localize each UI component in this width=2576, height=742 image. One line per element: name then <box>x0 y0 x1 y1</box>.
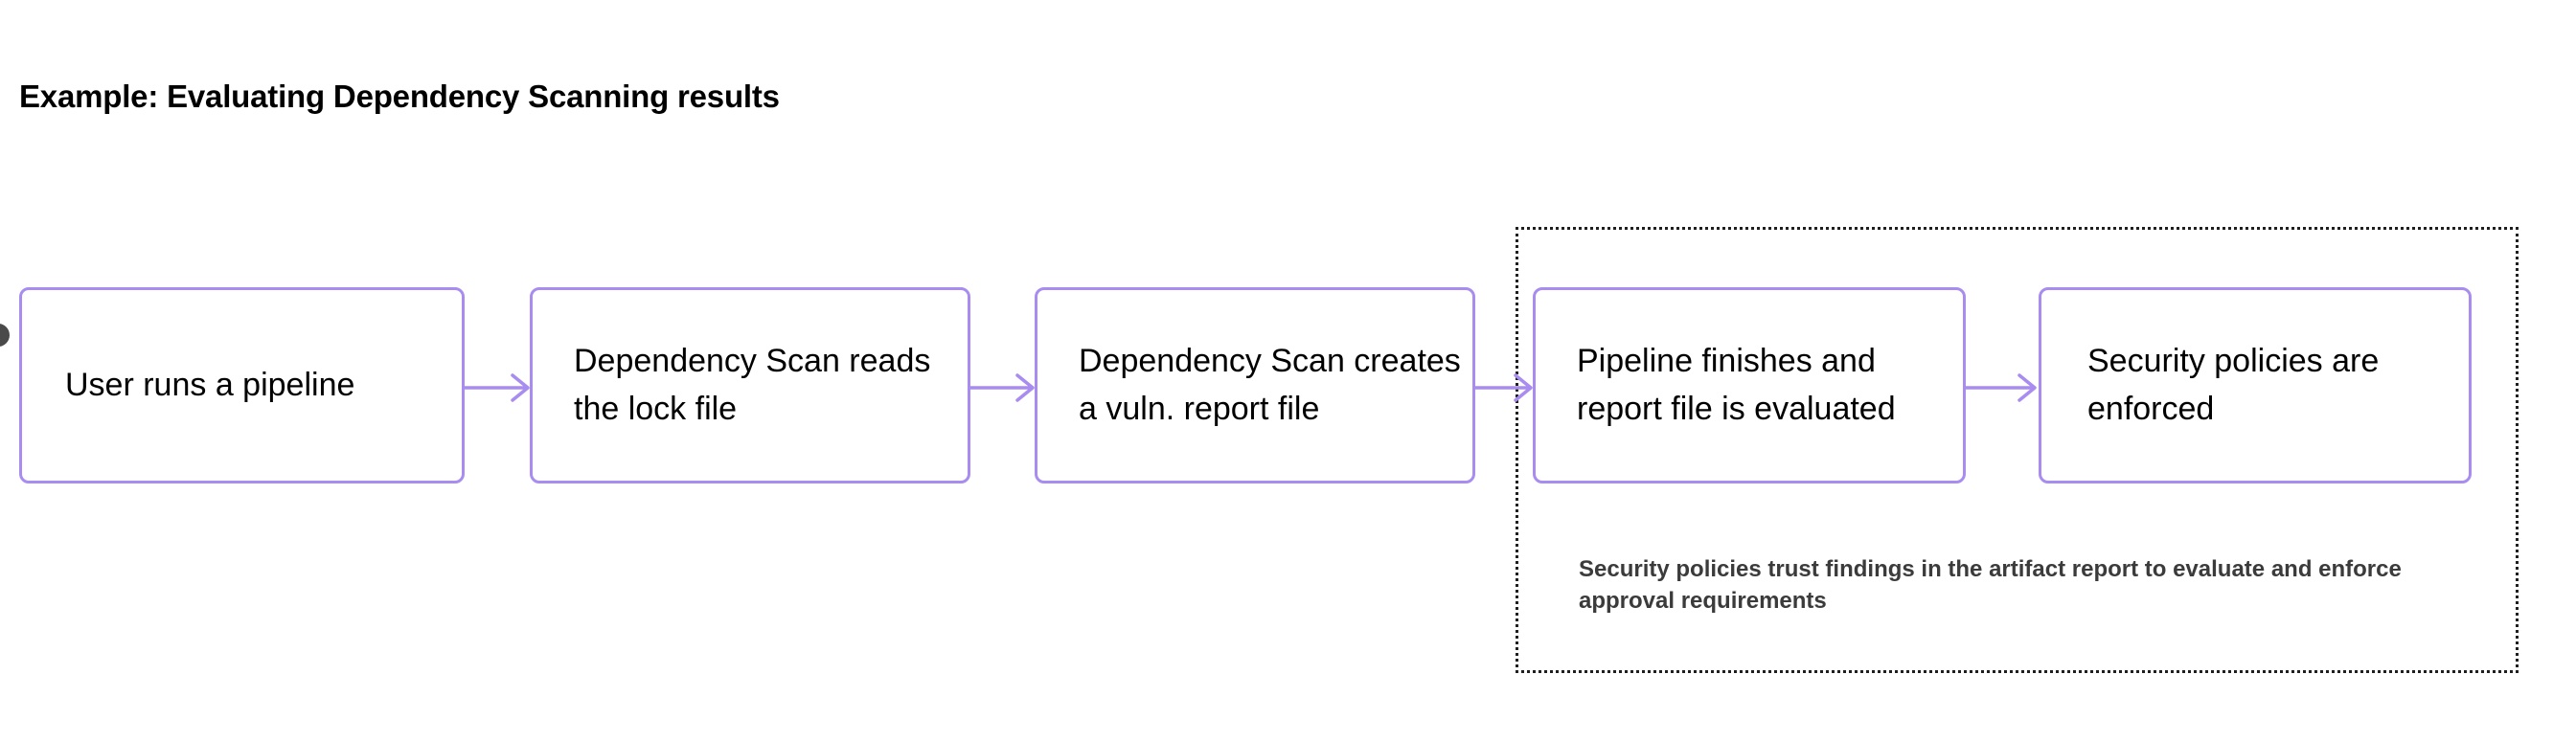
flow-node-scan-creates-report[interactable]: Dependency Scan creates a vuln. report f… <box>1035 287 1475 483</box>
flow-node-scan-reads-lock-file[interactable]: Dependency Scan reads the lock file <box>530 287 970 483</box>
arrow-connector-2 <box>969 369 1038 407</box>
flow-node-label: Dependency Scan reads the lock file <box>574 343 931 427</box>
flow-node-pipeline-finishes[interactable]: Pipeline finishes and report file is eva… <box>1533 287 1966 483</box>
security-policy-group-container <box>1516 227 2519 673</box>
flow-node-policies-enforced[interactable]: Security policies are enforced <box>2039 287 2472 483</box>
flow-node-label: User runs a pipeline <box>65 366 355 403</box>
arrow-connector-3 <box>1473 369 1537 407</box>
group-caption: Security policies trust findings in the … <box>1579 556 2402 615</box>
arrow-connector-1 <box>463 369 534 407</box>
flow-start-marker-icon <box>0 324 10 347</box>
flow-node-label: Security policies are enforced <box>2087 343 2380 427</box>
flow-node-user-runs-pipeline[interactable]: User runs a pipeline <box>19 287 465 483</box>
arrow-connector-4 <box>1964 369 2042 407</box>
flow-node-label: Dependency Scan creates a vuln. report f… <box>1079 343 1461 427</box>
flow-node-label: Pipeline finishes and report file is eva… <box>1577 343 1896 427</box>
page-title: Example: Evaluating Dependency Scanning … <box>19 79 780 114</box>
